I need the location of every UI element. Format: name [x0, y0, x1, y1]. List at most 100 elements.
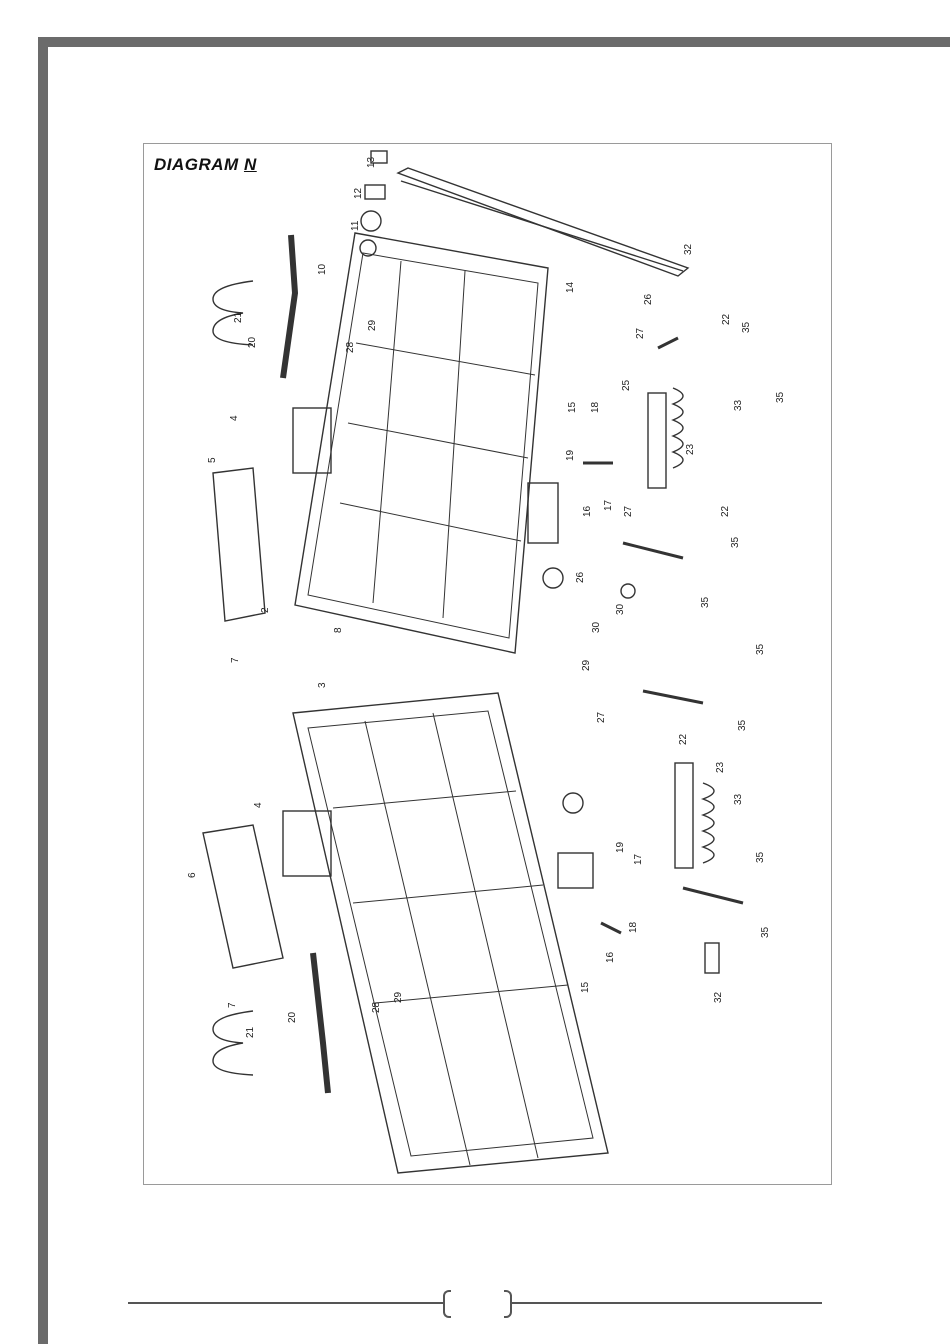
part-callout-14: 14	[565, 281, 576, 293]
part-callout-7: 7	[227, 1002, 238, 1008]
part-callout-35: 35	[760, 926, 771, 938]
part-callout-2: 2	[260, 607, 271, 613]
upper-rod-and-handle	[213, 235, 295, 378]
link-22-upper-b	[623, 543, 683, 558]
part-callout-4: 4	[253, 802, 264, 808]
part-callout-19: 19	[615, 841, 626, 853]
part-callout-10: 10	[317, 263, 328, 275]
part-callout-29: 29	[393, 991, 404, 1003]
upper-tray-assembly	[293, 233, 563, 653]
cover-plate-6	[203, 825, 283, 968]
link-22-lower-b	[683, 888, 743, 903]
part-callout-29: 29	[581, 659, 592, 671]
part-callout-23: 23	[685, 443, 696, 455]
upper-linkage	[583, 338, 683, 598]
link-22-upper-a	[658, 338, 678, 348]
part-callout-13: 13	[366, 156, 377, 168]
part-callout-26: 26	[643, 293, 654, 305]
part-callout-19: 19	[565, 449, 576, 461]
upper-tray-compartments	[340, 261, 535, 618]
rod-20-upper	[283, 235, 295, 378]
bushing-11	[361, 211, 381, 231]
part-callout-27: 27	[623, 505, 634, 517]
part-callout-23: 23	[715, 761, 726, 773]
part-callout-22: 22	[720, 505, 731, 517]
rod-20-lower	[313, 953, 328, 1093]
part-callout-26: 26	[575, 571, 586, 583]
part-callout-29: 29	[367, 319, 378, 331]
upper-tray-side-lug	[528, 483, 558, 543]
part-callout-35: 35	[730, 536, 741, 548]
lower-linkage	[601, 691, 743, 973]
bolt-32-lower	[705, 943, 719, 973]
part-callout-30: 30	[615, 603, 626, 615]
part-callout-6: 6	[187, 872, 198, 878]
part-callout-8: 8	[333, 627, 344, 633]
lower-tray-side-lug	[558, 853, 593, 888]
lower-tray-assembly	[283, 693, 608, 1173]
part-callout-28: 28	[345, 341, 356, 353]
lower-tray-pivot-hole	[563, 793, 583, 813]
part-callout-35: 35	[755, 643, 766, 655]
part-callout-16: 16	[605, 951, 616, 963]
part-callout-32: 32	[683, 243, 694, 255]
page-frame-left	[38, 37, 48, 1344]
callouts-lower: 3 30 29 27 22 35 35 23 33 19 17 18 16 15 32 35 35 6 4 7 21 20…	[187, 621, 771, 1038]
shaft-23-lower	[675, 763, 693, 868]
part-callout-35: 35	[755, 851, 766, 863]
part-callout-25: 25	[621, 379, 632, 391]
part-callout-32: 32	[713, 991, 724, 1003]
part-callout-12: 12	[353, 187, 364, 199]
part-callout-20: 20	[287, 1011, 298, 1023]
part-callout-15: 15	[580, 981, 591, 993]
part-callout-30: 30	[591, 621, 602, 633]
part-callout-35: 35	[775, 391, 786, 403]
cover-plate-5	[213, 468, 265, 621]
part-callout-35: 35	[700, 596, 711, 608]
shaft-23-upper	[648, 393, 666, 488]
part-callout-18: 18	[628, 921, 639, 933]
link-22-lower-a	[643, 691, 703, 703]
lower-tray-inner-rim	[308, 711, 593, 1156]
washer-12	[365, 185, 385, 199]
lower-rod-and-handle	[213, 953, 328, 1093]
nut-30-upper	[621, 584, 635, 598]
part-callout-33: 33	[733, 793, 744, 805]
footer-rule-right	[512, 1302, 822, 1304]
page-frame-top	[38, 37, 950, 47]
guide-rail	[398, 168, 688, 276]
part-callout-27: 27	[635, 327, 646, 339]
handle-21-lower	[213, 1011, 253, 1075]
part-callout-7: 7	[230, 657, 241, 663]
part-callout-20: 20	[247, 336, 258, 348]
part-callout-33: 33	[733, 399, 744, 411]
part-callout-18: 18	[590, 401, 601, 413]
footer-rule-left	[128, 1302, 444, 1304]
spring-33-lower	[703, 783, 714, 863]
part-callout-22: 22	[678, 733, 689, 745]
part-callout-5: 5	[207, 457, 218, 463]
part-callout-15: 15	[567, 401, 578, 413]
lower-tray-compartments	[333, 713, 568, 1165]
part-callout-22: 22	[721, 313, 732, 325]
part-callout-35: 35	[737, 719, 748, 731]
part-callout-17: 17	[633, 853, 644, 865]
part-callout-21: 21	[245, 1026, 256, 1038]
part-callout-4: 4	[229, 415, 240, 421]
part-callout-27: 27	[596, 711, 607, 723]
spring-33-upper	[673, 388, 683, 468]
page-number-bracket-left	[443, 1290, 451, 1318]
lower-tray-outline	[293, 693, 608, 1173]
part-callout-35: 35	[741, 321, 752, 333]
part-callout-17: 17	[603, 499, 614, 511]
part-callout-3: 3	[317, 682, 328, 688]
plate-16-lower	[601, 923, 621, 933]
part-callout-28: 28	[371, 1001, 382, 1013]
page-number-bracket-right	[504, 1290, 512, 1318]
upper-tray-pivot-hole	[543, 568, 563, 588]
part-callout-21: 21	[233, 311, 244, 323]
part-callout-11: 11	[350, 220, 361, 231]
part-callout-16: 16	[582, 505, 593, 517]
